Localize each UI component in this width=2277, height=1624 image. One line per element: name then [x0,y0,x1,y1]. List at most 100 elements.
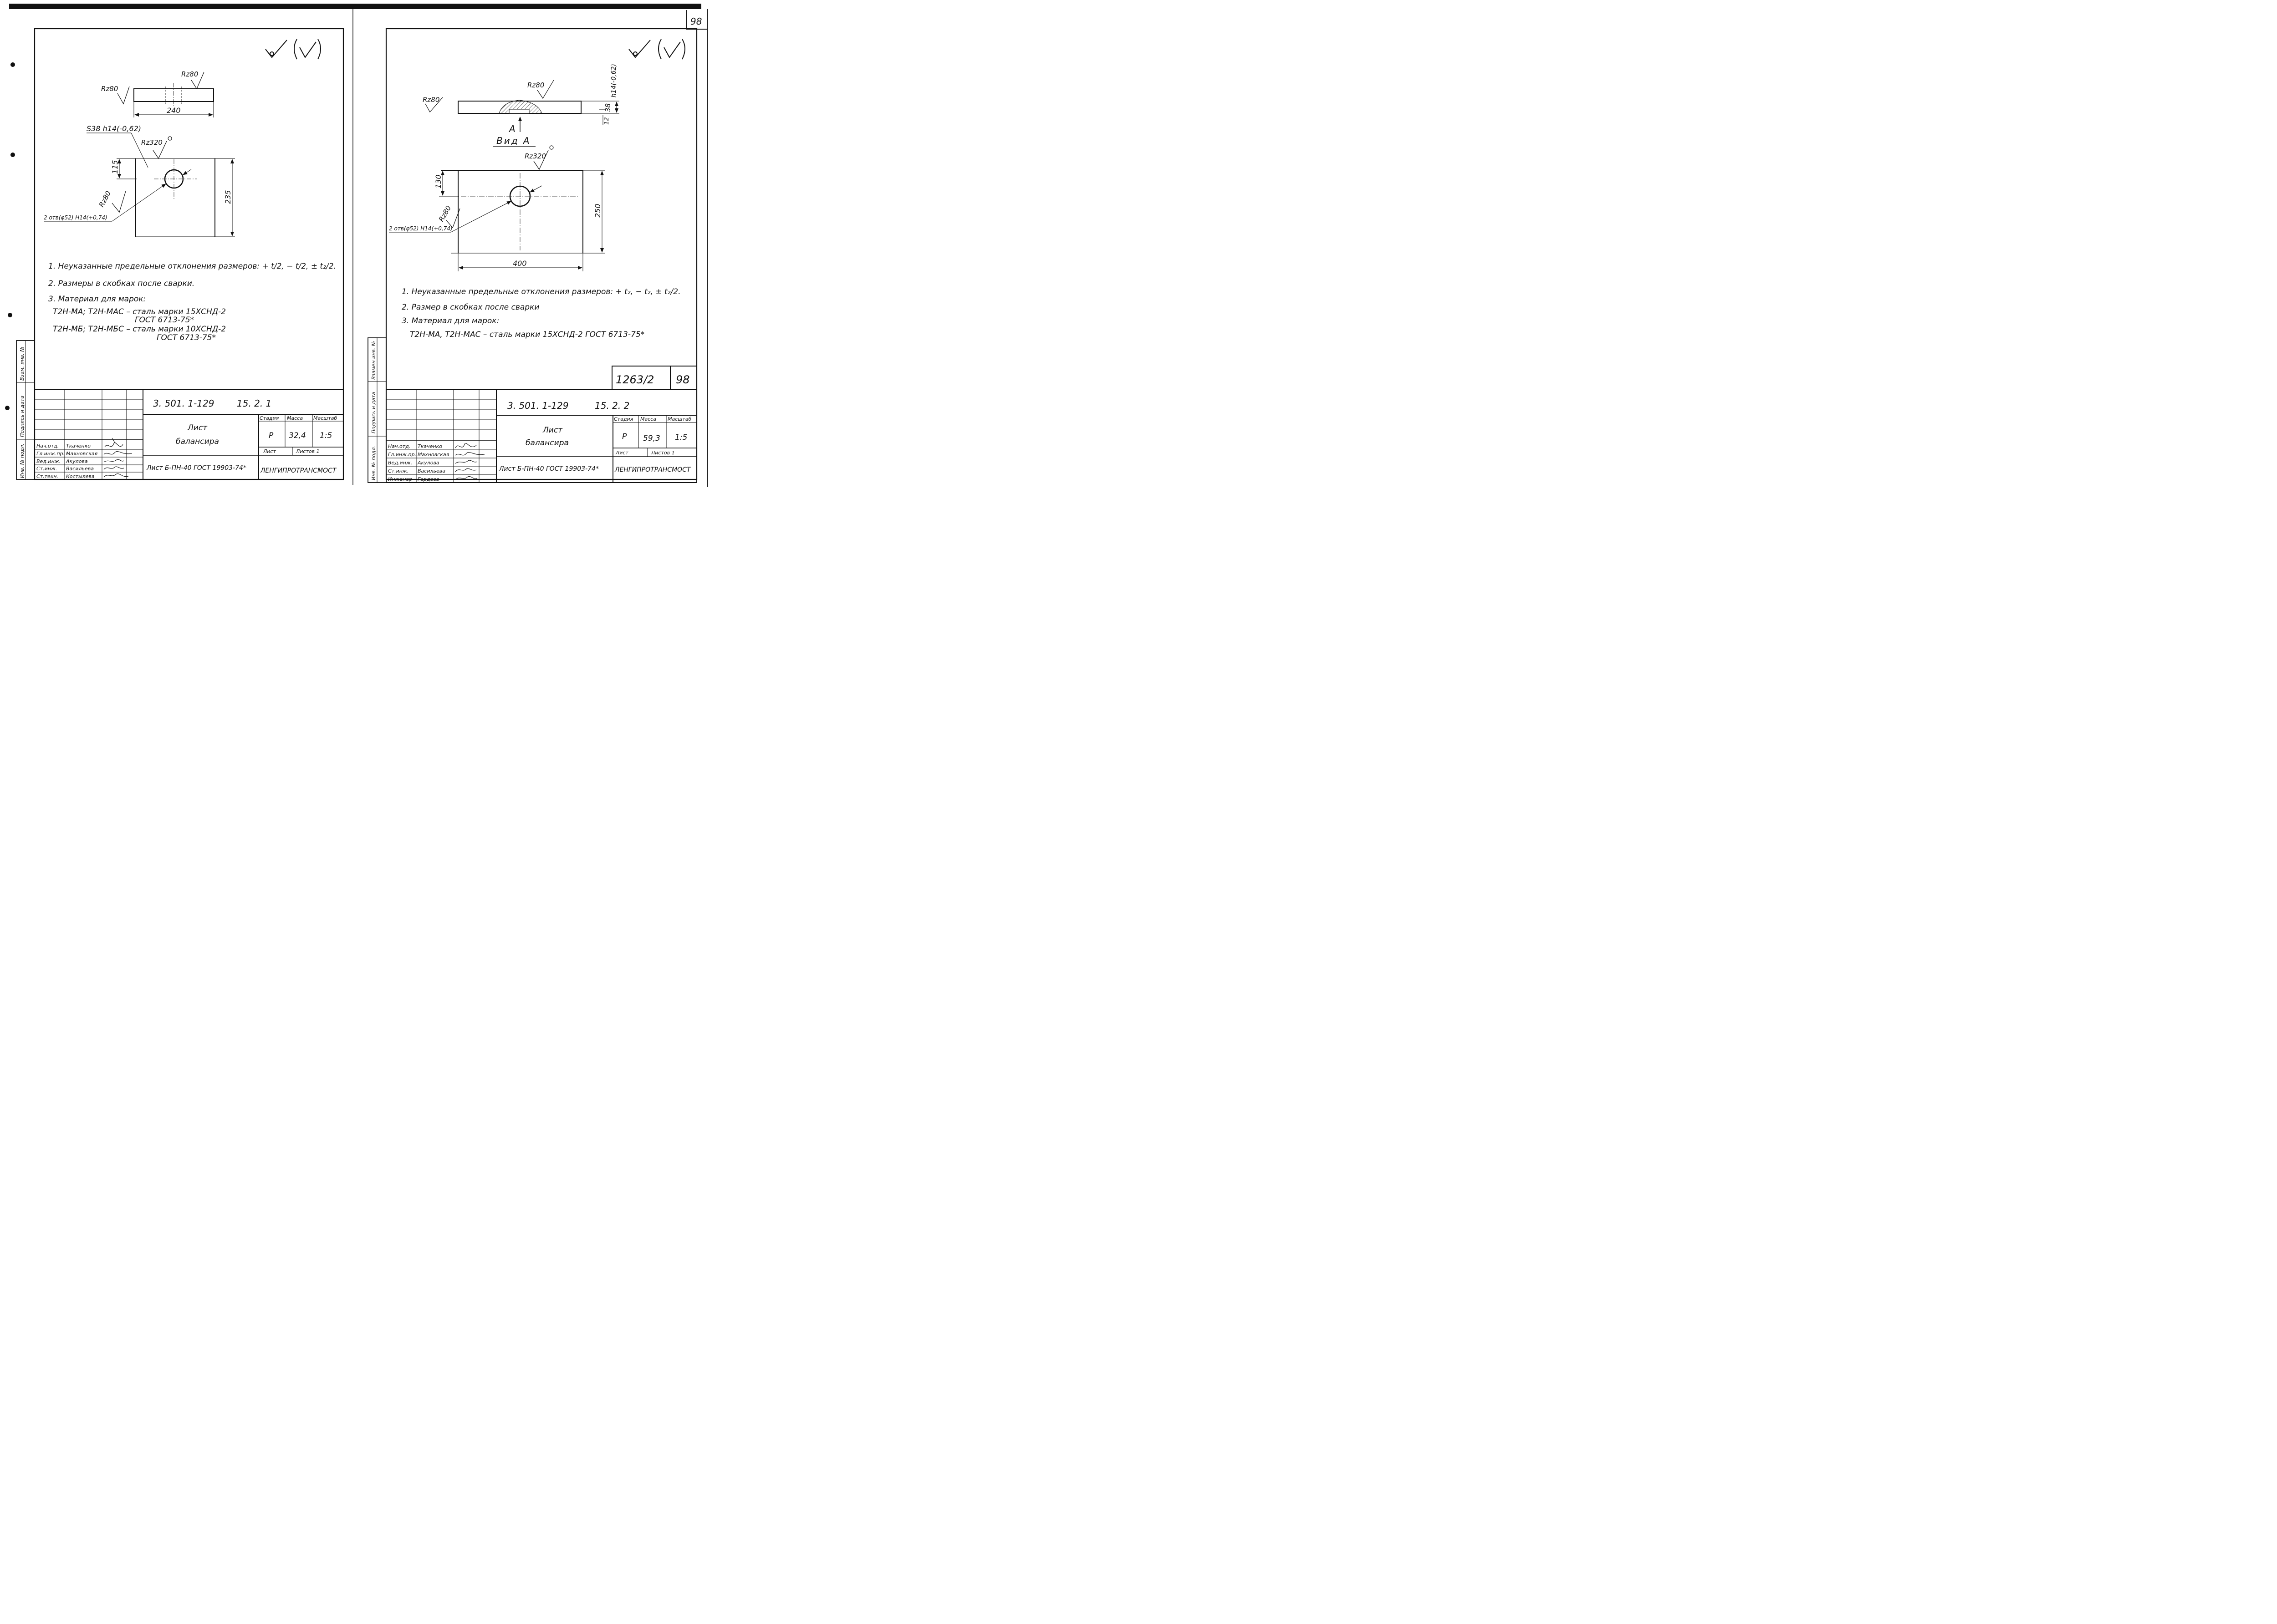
plate-main-view-right: 130 250 400 Rz320 Rz80 2 отв(φ52) H14(+0… [389,145,605,271]
stamp-page: 98 [676,373,690,386]
binder-holes [5,62,15,410]
plate-main-view: 115 235 S38 h14(-0,62) Rz320 Rz80 2 отв(… [44,124,235,237]
role-5-right: Инженер [388,476,412,482]
dim-250: 250 [593,204,602,218]
title-line-1: Лист [187,423,208,433]
signatures-left [103,438,133,478]
signatures-right [455,443,485,480]
name-1: Ткаченко [66,443,91,449]
doc-code: 3. 501. 1-129 [153,398,214,409]
name-2: Махновская [66,451,98,457]
side-label-inv: Инв. № подл. [19,443,25,478]
rz80-right-top: Rz80 [181,70,198,78]
hole-label-right: 2 отв(φ52) H14(+0,74) [389,225,453,232]
mass-value: 32,4 [289,431,306,440]
scan-top-edge [9,4,701,9]
rz80-right-hole: Rz80 [437,204,453,223]
thickness-label: S38 h14(-0,62) [87,124,141,133]
title-line-1-right: Лист [542,426,563,435]
scale-label: Масштаб [313,415,337,421]
name-5: Костылева [66,473,95,479]
tolerance-h14: h14(-0,62) [610,64,618,97]
mass-label-right: Масса [640,416,656,422]
note-3-right: 3. Материал для марок: [402,316,499,326]
doc-position-right: 15. 2. 2 [595,400,629,411]
side-label-sign: Подпись и дата [19,396,25,437]
left-sheet: 240 Rz80 Rz80 115 235 S38 h14(-0,62) [16,28,344,480]
dim-240: 240 [167,106,181,115]
side-label-sign-right: Подпись и дата [371,392,377,433]
sheet-label-right: Лист [615,450,628,456]
stage-value: Р [269,431,274,440]
dim-38: 38 [604,103,612,112]
material-spec-right: Лист Б-ПН-40 ГОСТ 19903-74* [499,465,599,473]
dim-12: 12 [603,117,610,125]
material-right: Т2Н-МА, Т2Н-МАС – сталь марки 15ХСНД-2 Г… [410,330,644,339]
notes-left: 1. Неуказанные предельные отклонения раз… [48,262,336,342]
role-4-right: Ст.инж. [388,468,408,474]
material-1: Т2Н-МА; Т2Н-МАС – сталь марки 15ХСНД-2 [53,307,226,316]
role-1: Нач.отд. [36,443,59,449]
page-number-box: 98 [686,10,707,30]
name-5-right: Гардеев [418,476,439,482]
side-strip-right: Инв. № подл. Подпись и дата Взамен инв. … [368,337,387,483]
name-2-right: Махновская [418,452,449,458]
left-frame [34,28,344,480]
side-label-replace-right: Взамен инв. № [371,341,377,380]
name-3-right: Акулова [417,460,439,466]
name-1-right: Ткаченко [418,443,442,449]
view-arrow-a: А [508,123,516,134]
rz80-right-top-a: Rz80 [527,81,544,89]
sheets-count: Листов 1 [296,448,320,454]
rz320-right: Rz320 [525,152,546,160]
page-number: 98 [690,16,702,27]
role-2: Гл.инж.пр. [36,451,65,457]
name-4-right: Васильева [418,468,445,474]
organization-right: ЛЕНГИПРОТРАНСМОСТ [614,466,691,473]
sheet-label: Лист [263,448,276,454]
scale-value: 1:5 [320,431,332,440]
role-2-right: Гл.инж.пр. [388,452,416,458]
material-2-std: ГОСТ 6713-75* [157,333,216,342]
title-block-left: Нач.отд. Гл.инж.пр. Вед.инж. Ст.инж. Ст.… [34,389,344,480]
name-4: Васильева [66,466,94,472]
rz80-right-top-b: Rz80 [423,96,439,104]
archive-stamp: 1263/2 98 [612,366,697,390]
stage-label: Стадия [260,415,279,421]
title-block-right: Нач.отд. Гл.инж.пр. Вед.инж. Ст.инж. Инж… [386,389,697,483]
scale-label-right: Масштаб [668,416,691,422]
role-3-right: Вед.инж. [388,460,412,466]
right-sheet: 38 12 h14(-0,62) Rz80 Rz80 А Вид А 13 [368,28,698,483]
dim-235: 235 [224,190,232,204]
plate-top-view: 240 Rz80 Rz80 [101,70,214,117]
view-a-title: Вид А [496,135,531,146]
stamp-number: 1263/2 [616,373,654,386]
hole-label-left: 2 отв(φ52) H14(+0,74) [44,214,107,221]
side-label-replace: Взам. инв. № [19,346,25,381]
roughness-symbol [265,39,321,60]
role-4: Ст.инж. [36,466,57,472]
title-line-2: балансира [176,437,219,446]
stage-value-right: Р [622,432,627,441]
note-3: 3. Материал для марок: [48,295,146,304]
mass-label: Масса [287,415,303,421]
role-3: Вед.инж. [36,458,61,464]
organization: ЛЕНГИПРОТРАНСМОСТ [260,467,337,474]
side-label-inv-right: Инв. № подл. [371,446,377,480]
rz320-left: Rz320 [141,138,163,147]
notes-right: 1. Неуказанные предельные отклонения раз… [402,287,680,339]
material-2: Т2Н-МБ; Т2Н-МБС – сталь марки 10ХСНД-2 [53,325,226,334]
rz80-left-hole: Rz80 [97,189,112,208]
material-spec: Лист Б-ПН-40 ГОСТ 19903-74* [146,464,246,472]
roughness-symbol-right [628,39,685,60]
dim-400: 400 [513,259,527,268]
drawing-sheet: 98 240 Rz80 Rz80 [5,4,708,487]
name-3: Акулова [66,458,88,464]
side-strip-left: Инв. № подл. Подпись и дата Взам. инв. № [16,340,35,480]
role-1-right: Нач.отд. [388,443,410,449]
stage-label-right: Стадия [614,416,633,422]
title-line-2-right: балансира [526,438,569,448]
note-2: 2. Размеры в скобках после сварки. [48,279,194,288]
dim-130: 130 [434,174,443,188]
mass-value-right: 59,3 [643,434,660,443]
